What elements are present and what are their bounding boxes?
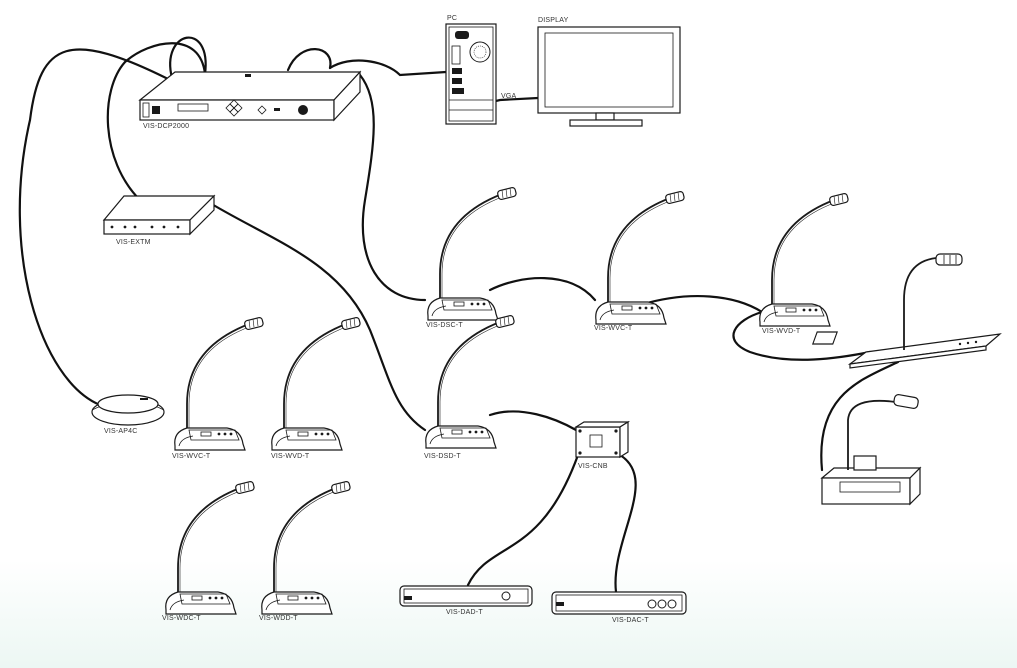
cables [18, 36, 900, 594]
dac-t-label: VIS-DAC-T [612, 617, 649, 624]
flush-mount-unit [820, 394, 922, 506]
cable-extm-dsd [203, 198, 427, 432]
dcp2000-label: VIS-DCP2000 [143, 123, 189, 130]
dsc-t-label: VIS-DSC-T [426, 322, 463, 329]
cable-bar-flush [820, 360, 900, 472]
ap4c-unit [91, 394, 165, 426]
mic-wvd-t-top [758, 192, 850, 327]
dad-t-label: VIS-DAD-T [446, 609, 483, 616]
cable-dcp-dsc [358, 73, 427, 302]
dcp2000-unit [138, 70, 362, 122]
display-label: DISPLAY [538, 17, 569, 24]
wvd-t-top-label: VIS-WVD-T [762, 328, 801, 335]
wdd-t-label: VIS-WDD-T [259, 615, 298, 622]
cnb-unit [573, 420, 631, 459]
cable-wvd-bar [732, 310, 872, 361]
cable-dcp-extm [106, 42, 207, 202]
pc-label: PC [447, 15, 457, 22]
cable-wvc-wvd [638, 294, 764, 314]
bar-delegate-unit [811, 253, 1002, 369]
vga-label: VGA [501, 93, 517, 100]
mic-wvc-t-top [594, 190, 686, 325]
cable-dsd-cnb [488, 410, 578, 432]
dac-t-unit [551, 591, 687, 615]
cable-dcp-ap4c [18, 48, 172, 407]
cable-dcp-right-loop [286, 48, 332, 72]
mic-wvc-t [173, 316, 265, 451]
mic-wvd-t [270, 316, 362, 451]
extm-label: VIS-EXTM [116, 239, 151, 246]
display-monitor [537, 26, 681, 127]
cable-cnb-dad [466, 453, 580, 587]
floor-tint [0, 560, 1017, 668]
wvd-t-label: VIS-WVD-T [271, 453, 310, 460]
pc-tower [445, 23, 497, 125]
cable-cnb-dac [614, 453, 637, 594]
cable-dcp-loop-left [169, 36, 207, 80]
extm-unit [102, 194, 216, 236]
mic-dsc-t [426, 186, 518, 321]
dsd-t-label: VIS-DSD-T [424, 453, 461, 460]
cnb-label: VIS-CNB [578, 463, 608, 470]
cable-dcp-pc [328, 59, 448, 77]
wvc-t-label: VIS-WVC-T [172, 453, 211, 460]
cable-dsc-wvc [488, 277, 597, 302]
wdc-t-label: VIS-WDC-T [162, 615, 201, 622]
mic-dsd-t [424, 314, 516, 449]
ap4c-label: VIS-AP4C [104, 428, 138, 435]
wvc-t-top-label: VIS-WVC-T [594, 325, 633, 332]
dad-t-unit [399, 585, 533, 607]
